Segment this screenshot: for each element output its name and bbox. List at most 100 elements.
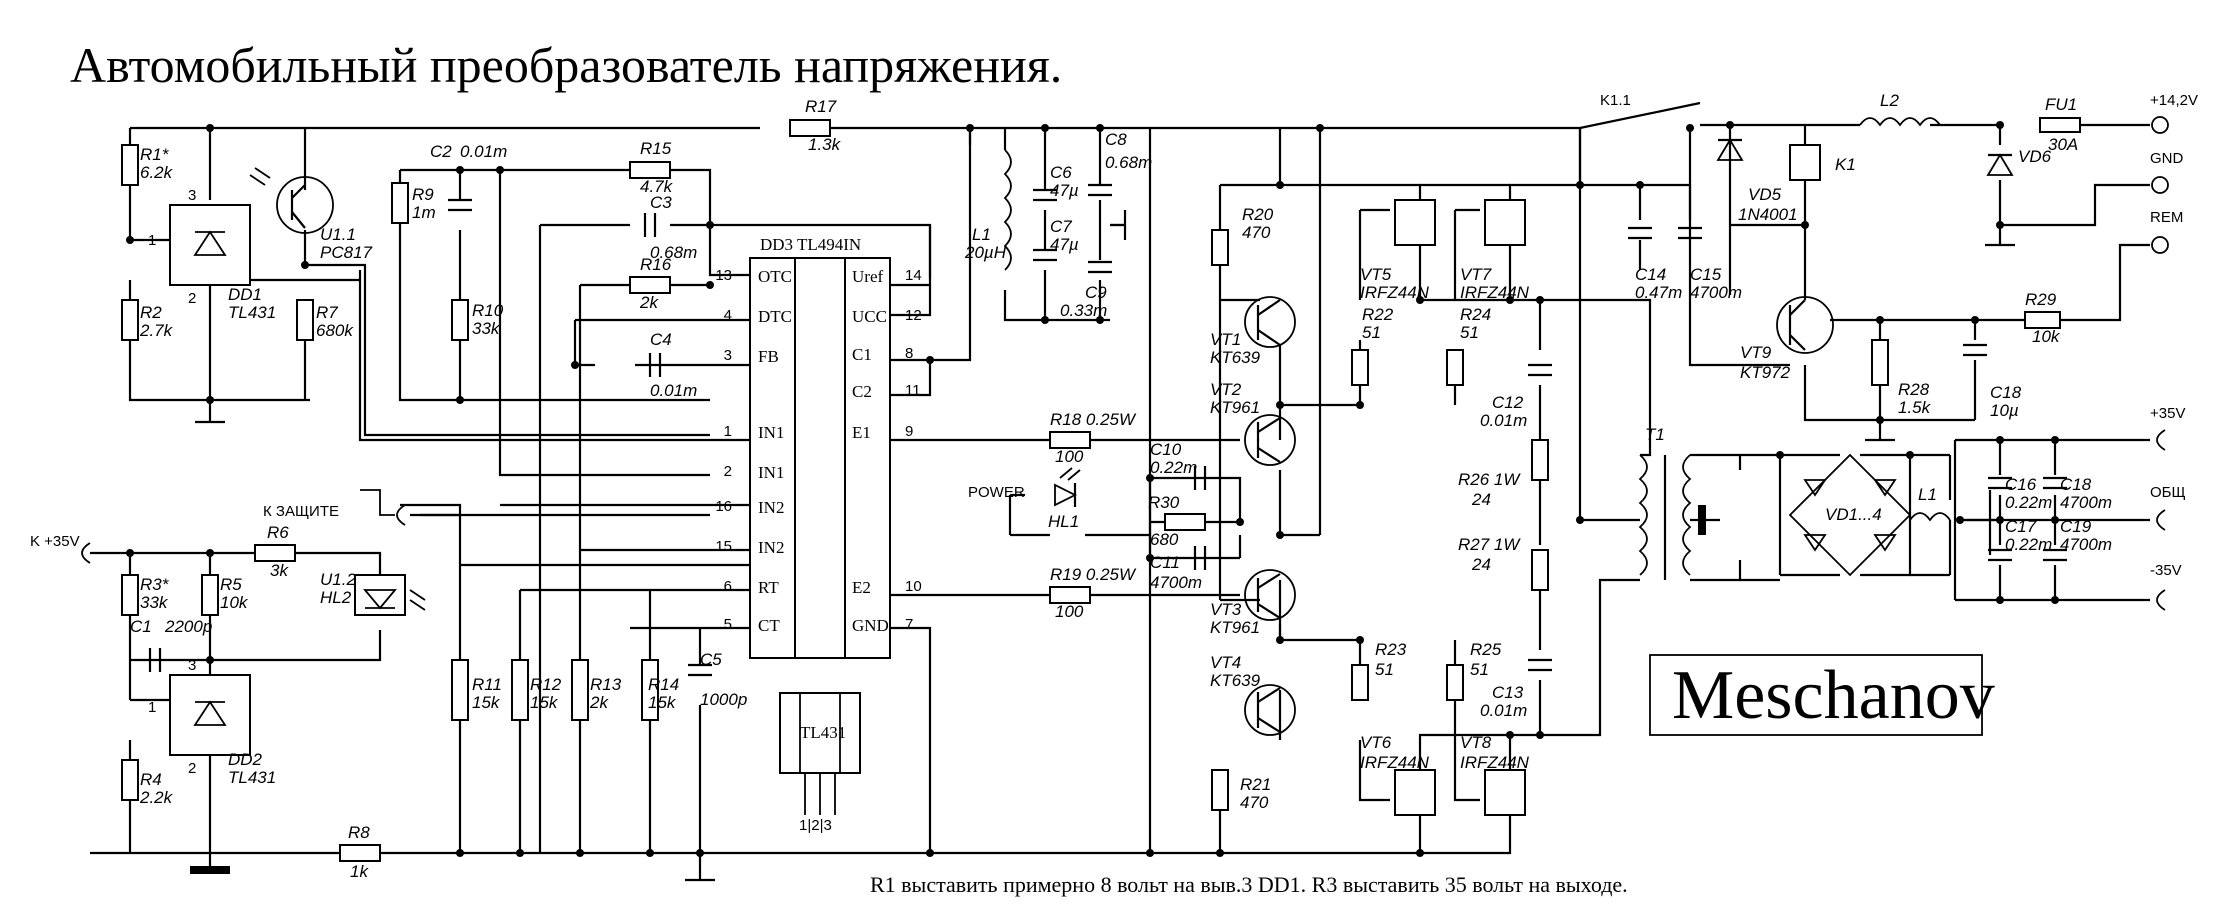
svg-text:1: 1 bbox=[148, 232, 156, 249]
svg-text:KT972: KT972 bbox=[1740, 363, 1791, 382]
svg-text:DD1: DD1 bbox=[228, 285, 262, 304]
mosfet-vt5: VT5 IRFZ44N bbox=[1360, 199, 1436, 302]
ic-left-pin: 13 OTC bbox=[715, 267, 792, 286]
svg-text:-35V: -35V bbox=[2150, 562, 2182, 579]
capacitor-c4: C40.01m bbox=[648, 330, 697, 400]
svg-text:15k: 15k bbox=[472, 693, 501, 712]
svg-text:1000p: 1000p bbox=[700, 690, 747, 709]
switch-k11: K1.1 bbox=[1600, 92, 1631, 109]
svg-text:C1: C1 bbox=[852, 345, 872, 364]
svg-text:VD1...4: VD1...4 bbox=[1825, 505, 1882, 524]
svg-text:0.68m: 0.68m bbox=[1105, 153, 1152, 172]
svg-text:L2: L2 bbox=[1880, 91, 1899, 110]
svg-text:R28: R28 bbox=[1898, 380, 1930, 399]
svg-text:24: 24 bbox=[1471, 490, 1491, 509]
svg-text:51: 51 bbox=[1460, 323, 1479, 342]
svg-text:2k: 2k bbox=[589, 693, 609, 712]
ic-right-pin: UCC 12 bbox=[852, 307, 922, 326]
svg-text:R7: R7 bbox=[316, 303, 338, 322]
svg-text:1N4001: 1N4001 bbox=[1738, 205, 1798, 224]
svg-text:5: 5 bbox=[724, 616, 732, 633]
svg-text:1m: 1m bbox=[412, 203, 436, 222]
resistor-r3: R3*33k bbox=[121, 574, 170, 616]
svg-text:IN1: IN1 bbox=[758, 463, 784, 482]
svg-text:DD2: DD2 bbox=[228, 750, 263, 769]
svg-text:16: 16 bbox=[715, 498, 732, 515]
svg-text:L1: L1 bbox=[972, 225, 991, 244]
terminal-protection: К ЗАЩИТЕ bbox=[263, 489, 406, 526]
ic-right-pin: C1 8 bbox=[852, 345, 913, 364]
svg-text:L1: L1 bbox=[1918, 485, 1937, 504]
svg-text:2.2k: 2.2k bbox=[139, 788, 174, 807]
svg-text:C1: C1 bbox=[130, 617, 152, 636]
svg-text:IRFZ44N: IRFZ44N bbox=[1460, 753, 1530, 772]
svg-text:VT2: VT2 bbox=[1210, 380, 1242, 399]
svg-text:1: 1 bbox=[724, 423, 732, 440]
svg-text:24: 24 bbox=[1471, 555, 1491, 574]
ic-left-pin: 6 RT bbox=[724, 578, 780, 597]
svg-text:2: 2 bbox=[188, 760, 196, 777]
dd1-tl431: 3 1 2 DD1 TL431 bbox=[148, 187, 276, 322]
terminal-plus35v: +35V bbox=[2150, 405, 2185, 451]
svg-text:C10: C10 bbox=[1150, 440, 1182, 459]
svg-text:4.7k: 4.7k bbox=[640, 177, 674, 196]
svg-text:GND: GND bbox=[852, 616, 889, 635]
svg-text:8: 8 bbox=[905, 345, 913, 362]
svg-text:IN1: IN1 bbox=[758, 423, 784, 442]
svg-text:0.47m: 0.47m bbox=[1635, 283, 1682, 302]
svg-text:VT4: VT4 bbox=[1210, 653, 1241, 672]
svg-text:VT8: VT8 bbox=[1460, 733, 1492, 752]
svg-text:10: 10 bbox=[905, 578, 922, 595]
optocoupler-u11: U1.1 PC817 bbox=[249, 167, 373, 262]
svg-text:0.22m: 0.22m bbox=[2005, 535, 2052, 554]
svg-text:4700m: 4700m bbox=[2060, 535, 2112, 554]
svg-text:KT961: KT961 bbox=[1210, 398, 1260, 417]
page-title: Автомобильный преобразователь напряжения… bbox=[70, 37, 1062, 93]
ic-right-pin: E2 10 bbox=[852, 578, 922, 597]
svg-text:51: 51 bbox=[1362, 323, 1381, 342]
terminal-k35v: K +35V bbox=[30, 533, 91, 564]
ic-left-pin: 16 IN2 bbox=[715, 498, 784, 517]
svg-text:3: 3 bbox=[188, 657, 196, 674]
svg-text:R20: R20 bbox=[1242, 205, 1274, 224]
svg-text:R12: R12 bbox=[530, 675, 562, 694]
capacitor-c5: C5 1000p bbox=[688, 650, 747, 709]
svg-text:CT: CT bbox=[758, 616, 780, 635]
svg-text:1.5k: 1.5k bbox=[1898, 398, 1932, 417]
svg-text:R8: R8 bbox=[348, 823, 370, 842]
diode-vd5: VD5 1N4001 bbox=[1716, 138, 1798, 224]
svg-text:10k: 10k bbox=[220, 593, 249, 612]
svg-text:C8: C8 bbox=[1105, 130, 1127, 149]
svg-text:R3*: R3* bbox=[140, 575, 170, 594]
svg-text:C19: C19 bbox=[2060, 517, 2092, 536]
svg-text:51: 51 bbox=[1470, 660, 1489, 679]
svg-text:1: 1 bbox=[148, 699, 156, 716]
svg-text:C5: C5 bbox=[700, 650, 722, 669]
svg-text:10k: 10k bbox=[2032, 327, 2061, 346]
transistor-vt9: VT9 KT972 bbox=[1740, 296, 1834, 382]
svg-text:IN2: IN2 bbox=[758, 538, 784, 557]
ic-right-pin: E1 9 bbox=[852, 423, 913, 442]
svg-text:R15: R15 bbox=[640, 139, 672, 158]
svg-text:HL2: HL2 bbox=[320, 588, 352, 607]
signature-box: Meschanov bbox=[1649, 654, 1995, 736]
svg-text:FB: FB bbox=[758, 347, 779, 366]
ic-left-pin: 4 DTC bbox=[724, 307, 792, 326]
svg-text:VT7: VT7 bbox=[1460, 265, 1492, 284]
svg-text:47µ: 47µ bbox=[1050, 235, 1079, 254]
svg-text:1.3k: 1.3k bbox=[808, 135, 842, 154]
